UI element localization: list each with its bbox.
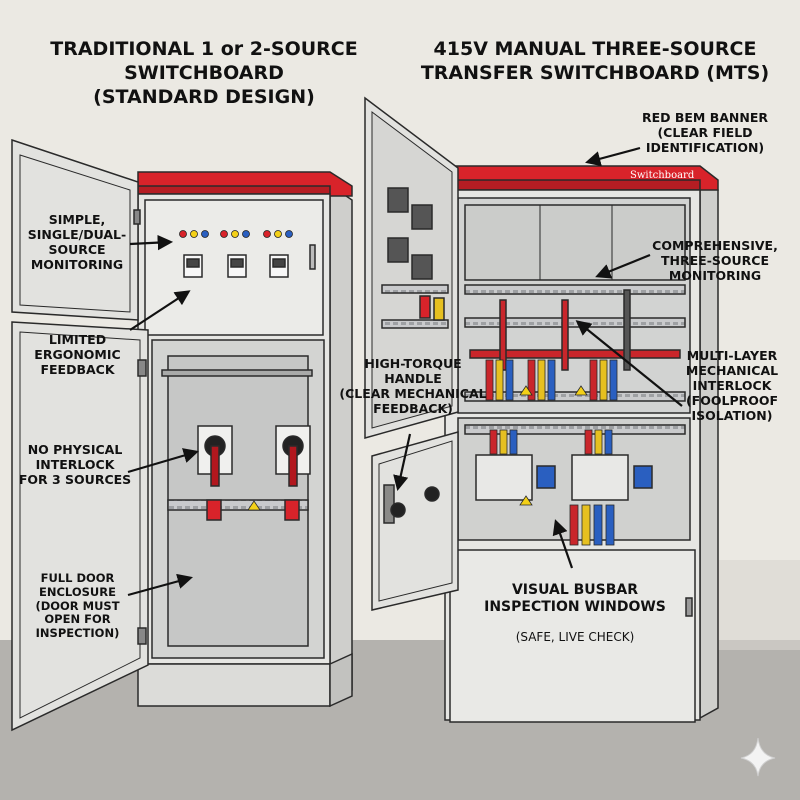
arrow-left-interlock [127,448,199,474]
arrow-left-enclosure [127,573,193,597]
arrow-right-interlock [575,320,683,407]
banner-text: Switchboard [630,170,695,181]
right-lower-door [371,431,459,611]
sparkle-icon [740,737,776,777]
arrow-right-banner [585,146,641,167]
arrow-right-monitoring [595,253,651,279]
annotation-arrows [127,146,683,597]
arrow-right-busbar [552,519,574,569]
arrow-left-monitoring [129,234,174,251]
arrow-left-ergonomic [129,290,191,331]
label-busbar-note: (SAFE, LIVE CHECK) [515,630,635,644]
left-cabinet [137,171,353,708]
right-upper-door [364,96,459,439]
left-indicator-lights [179,230,293,238]
left-lower-door [11,321,149,732]
right-cabinet [444,165,719,723]
right-phase-cables [485,359,618,546]
arrow-right-handle [393,433,412,492]
left-upper-door [11,138,141,321]
